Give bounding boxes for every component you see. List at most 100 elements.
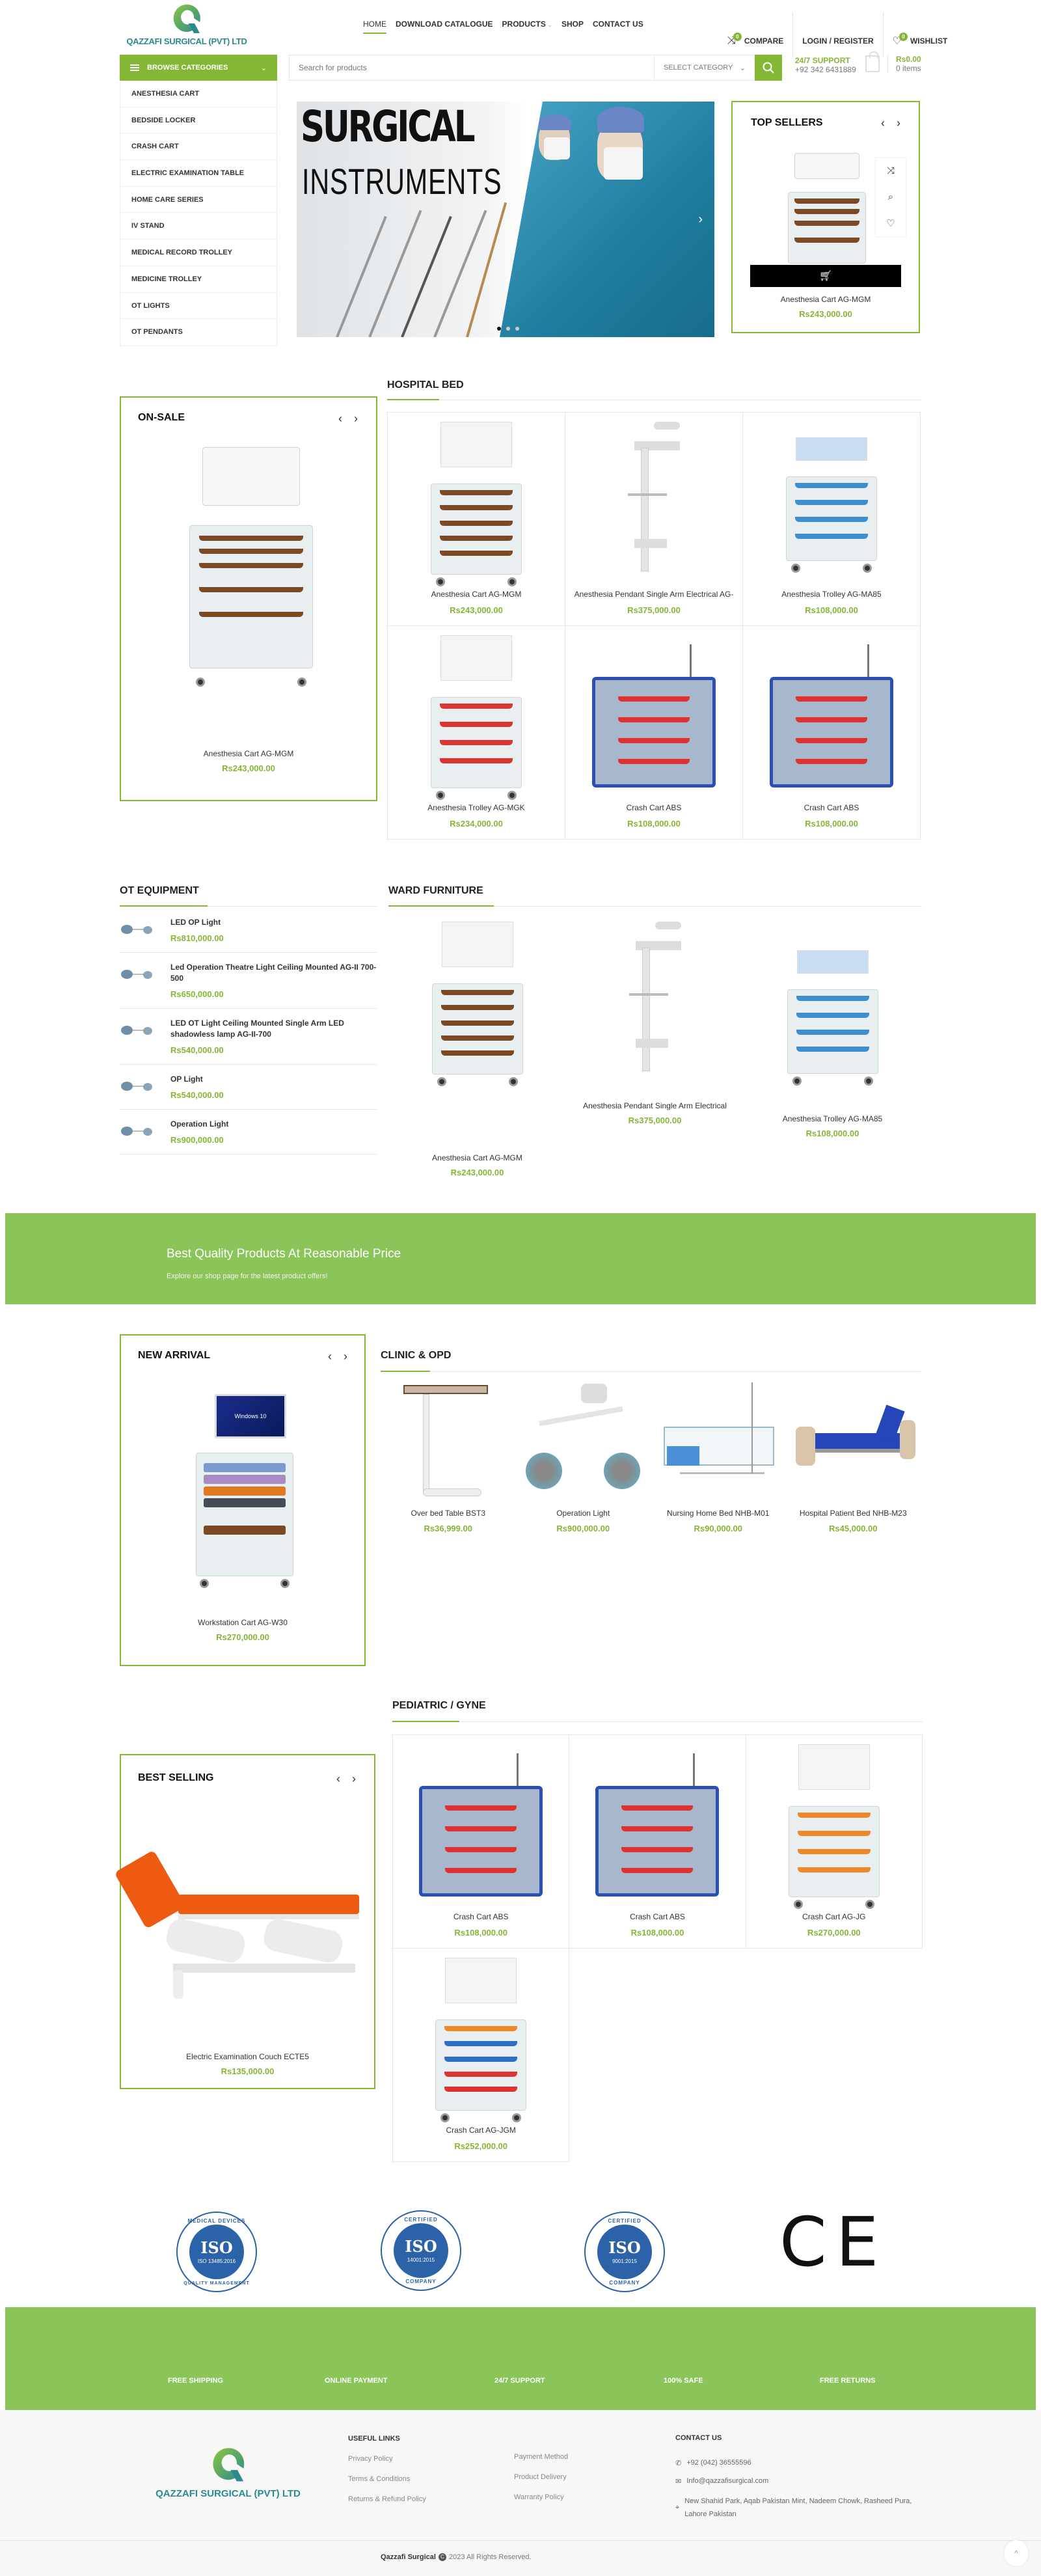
slider-dot[interactable] bbox=[515, 327, 519, 331]
product-name[interactable]: Anesthesia Pendant Single Arm Electrical bbox=[583, 1101, 727, 1110]
category-item[interactable]: BEDSIDE LOCKER bbox=[120, 107, 277, 134]
compare-icon[interactable]: ⤨ bbox=[886, 165, 895, 177]
product-image[interactable] bbox=[401, 418, 552, 586]
promo-banner[interactable]: Best Quality Products At Reasonable Pric… bbox=[5, 1213, 1036, 1304]
product-name[interactable]: Crash Cart ABS bbox=[626, 803, 682, 812]
nav-download-catalogue[interactable]: DOWNLOAD CATALOGUE bbox=[396, 20, 493, 29]
wishlist-link[interactable]: ♡ 0 WISHLIST bbox=[893, 32, 947, 48]
chevron-right-icon[interactable]: › bbox=[344, 1350, 347, 1363]
footer-link[interactable]: Payment Method bbox=[514, 2453, 569, 2461]
product-name[interactable]: Anesthesia Cart AG-MGM bbox=[431, 590, 522, 599]
category-select[interactable]: SELECT CATEGORY ⌄ bbox=[654, 55, 755, 80]
chevron-left-icon[interactable]: ‹ bbox=[338, 412, 342, 425]
product-thumbnail[interactable] bbox=[120, 917, 157, 943]
product-image[interactable] bbox=[519, 1381, 648, 1498]
product-name[interactable]: Electric Examination Couch ECTE5 bbox=[186, 2052, 309, 2061]
browse-categories-button[interactable]: BROWSE CATEGORIES ⌄ bbox=[120, 55, 277, 81]
footer-link[interactable]: Privacy Policy bbox=[348, 2455, 393, 2463]
category-item[interactable]: CRASH CART bbox=[120, 133, 277, 161]
product-name[interactable]: Anesthesia Cart AG-MGM bbox=[203, 749, 294, 758]
search-button[interactable] bbox=[755, 55, 782, 81]
list-item[interactable]: Led Operation Theatre Light Ceiling Moun… bbox=[120, 953, 377, 1009]
chevron-right-icon[interactable]: › bbox=[352, 1772, 356, 1785]
product-name[interactable]: Hospital Patient Bed NHB-M23 bbox=[799, 1509, 907, 1518]
product-name[interactable]: Anesthesia Trolley AG-MA85 bbox=[782, 1114, 883, 1123]
product-name[interactable]: Workstation Cart AG-W30 bbox=[198, 1618, 288, 1627]
chevron-left-icon[interactable]: ‹ bbox=[881, 116, 885, 130]
category-item[interactable]: OT LIGHTS bbox=[120, 293, 277, 320]
product-thumbnail[interactable] bbox=[120, 1018, 157, 1044]
product-image[interactable] bbox=[579, 918, 731, 1088]
product-card[interactable]: Anesthesia Pendant Single Arm Electrical… bbox=[565, 413, 743, 626]
category-item[interactable]: IV STAND bbox=[120, 213, 277, 240]
category-item[interactable]: ANESTHESIA CART bbox=[120, 81, 277, 107]
hero-slider[interactable]: SURGICAL INSTRUMENTS › bbox=[297, 102, 714, 337]
product-thumbnail[interactable] bbox=[120, 1119, 157, 1145]
wishlist-icon[interactable]: ♡ bbox=[886, 217, 895, 229]
scroll-to-top-button[interactable]: ^ bbox=[1005, 2540, 1028, 2566]
product-image[interactable] bbox=[582, 1740, 732, 1906]
product-image[interactable] bbox=[406, 1954, 556, 2122]
product-name[interactable]: Led Operation Theatre Light Ceiling Moun… bbox=[170, 963, 377, 983]
add-to-cart-button[interactable]: 🛒︎ bbox=[750, 265, 901, 287]
product-thumbnail[interactable] bbox=[120, 962, 157, 988]
product-name[interactable]: Nursing Home Bed NHB-M01 bbox=[667, 1509, 770, 1518]
product-name[interactable]: Operation Light bbox=[556, 1509, 610, 1518]
product-image[interactable] bbox=[384, 1381, 513, 1498]
product-image[interactable] bbox=[789, 1381, 918, 1498]
product-name[interactable]: Over bed Table BST3 bbox=[411, 1509, 485, 1518]
product-image[interactable] bbox=[401, 631, 552, 800]
site-logo[interactable]: QAZZAFI SURGICAL (PVT) LTD bbox=[118, 3, 255, 49]
contact-email-text[interactable]: Info@qazzafisurgical.com bbox=[686, 2477, 769, 2485]
category-item[interactable]: ELECTRIC EXAMINATION TABLE bbox=[120, 160, 277, 187]
product-card[interactable]: Anesthesia Pendant Single Arm Electrical… bbox=[566, 918, 744, 1178]
footer-link[interactable]: Product Delivery bbox=[514, 2473, 567, 2481]
footer-link[interactable]: Terms & Conditions bbox=[348, 2475, 411, 2483]
product-thumbnail[interactable] bbox=[120, 1074, 157, 1100]
slider-dot[interactable] bbox=[506, 327, 510, 331]
product-name[interactable]: Crash Cart AG-JGM bbox=[446, 2126, 516, 2135]
product-image[interactable] bbox=[578, 418, 729, 584]
product-name[interactable]: Anesthesia Cart AG-MGM bbox=[780, 295, 871, 304]
compare-link[interactable]: ⤨ 0 COMPARE bbox=[727, 32, 783, 47]
product-name[interactable]: Operation Light bbox=[170, 1119, 229, 1129]
search-input[interactable] bbox=[290, 55, 654, 80]
product-name[interactable]: Crash Cart AG-JG bbox=[802, 1912, 866, 1921]
product-image[interactable] bbox=[654, 1381, 783, 1498]
footer-link[interactable]: Returns & Refund Policy bbox=[348, 2495, 426, 2503]
product-image[interactable] bbox=[756, 418, 907, 584]
category-item[interactable]: MEDICINE TROLLEY bbox=[120, 266, 277, 293]
product-image[interactable] bbox=[578, 631, 729, 797]
list-item[interactable]: LED OT Light Ceiling Mounted Single Arm … bbox=[120, 1009, 377, 1065]
chevron-left-icon[interactable]: ‹ bbox=[328, 1350, 332, 1363]
product-name[interactable]: OP Light bbox=[170, 1075, 203, 1084]
chevron-left-icon[interactable]: ‹ bbox=[336, 1772, 340, 1785]
product-name[interactable]: Crash Cart ABS bbox=[804, 803, 859, 812]
footer-logo[interactable]: QAZZAFI SURGICAL (PVT) LTD bbox=[148, 2446, 308, 2499]
chevron-right-icon[interactable]: › bbox=[354, 412, 358, 425]
product-image[interactable]: Windows 10 bbox=[167, 1394, 323, 1602]
product-image[interactable] bbox=[757, 931, 908, 1114]
product-image[interactable] bbox=[759, 150, 895, 267]
product-name[interactable]: Anesthesia Trolley AG-MGK bbox=[427, 803, 525, 812]
product-name[interactable]: LED OP Light bbox=[170, 918, 221, 927]
cart-widget[interactable]: Rs0.00 0 items bbox=[865, 51, 921, 73]
chevron-right-icon[interactable]: › bbox=[897, 116, 900, 130]
product-name[interactable]: LED OT Light Ceiling Mounted Single Arm … bbox=[170, 1019, 344, 1039]
nav-products[interactable]: PRODUCTS ⌄ bbox=[502, 20, 552, 34]
